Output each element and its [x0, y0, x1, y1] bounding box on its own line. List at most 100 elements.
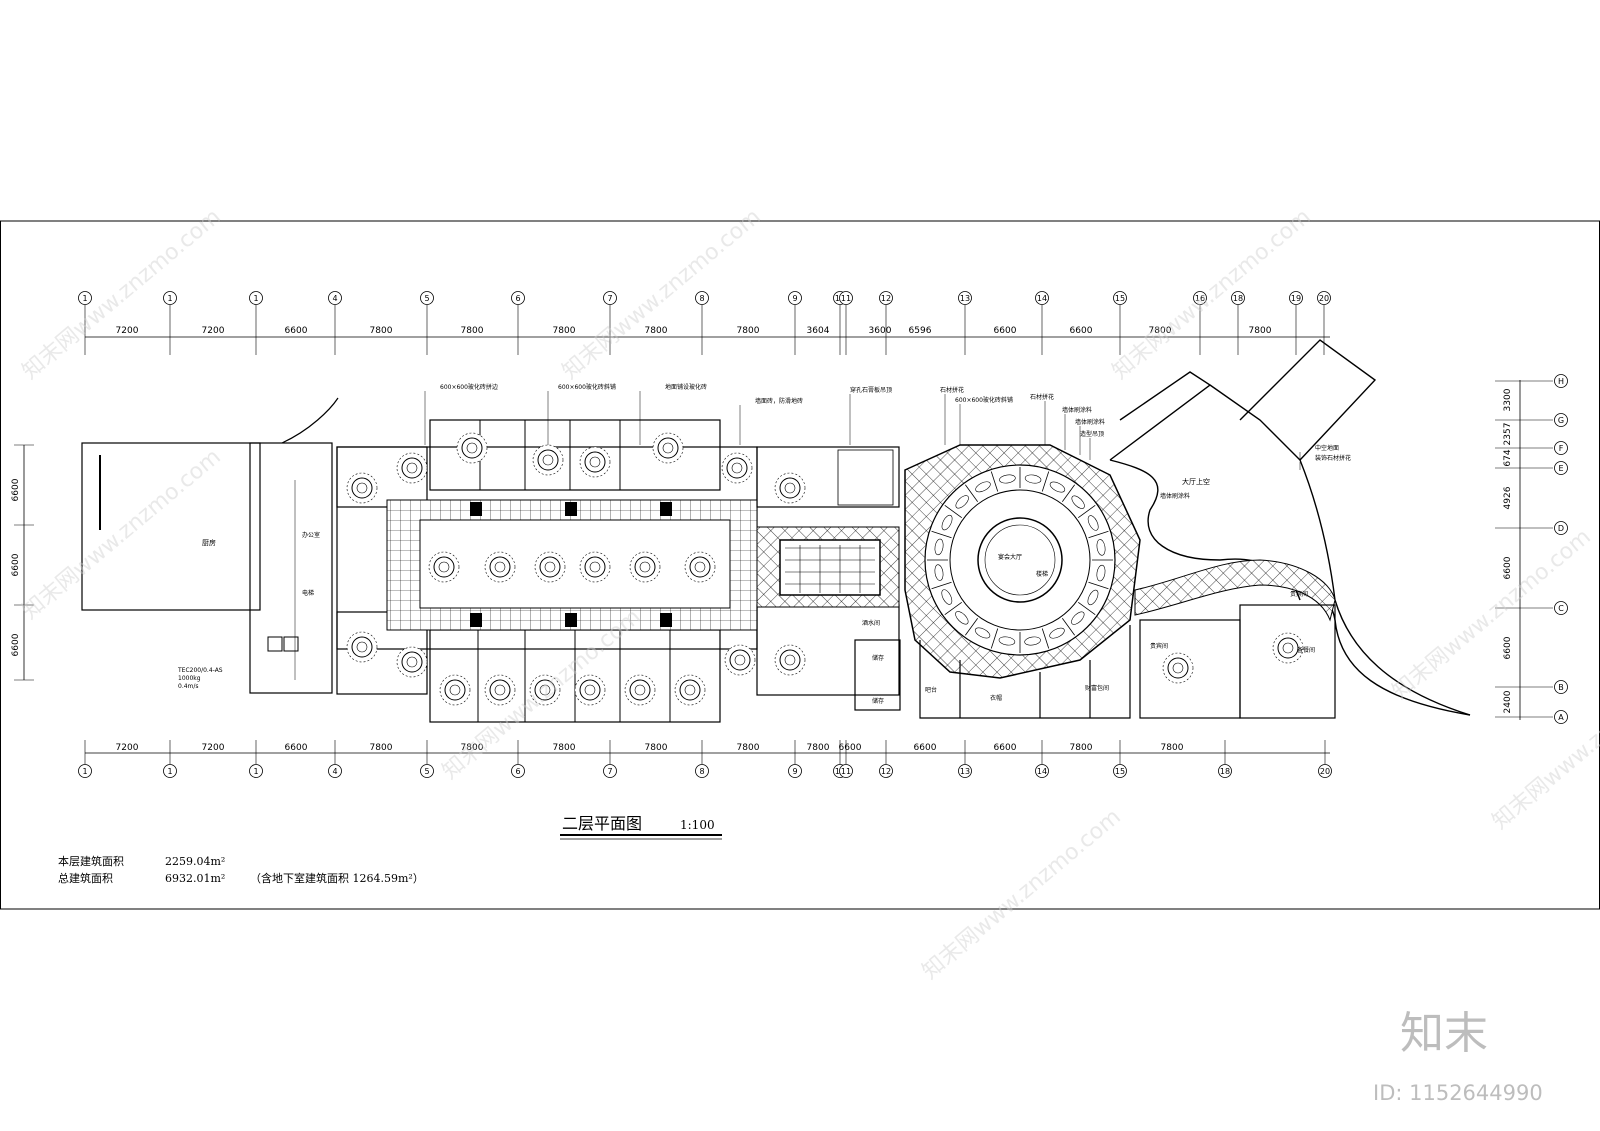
area-label-total: 总建筑面积 [58, 871, 113, 885]
axis-bubble [1554, 441, 1568, 455]
dimension-value: 6600 [994, 743, 1017, 753]
petal-shape [955, 611, 969, 625]
axis-bubble [1554, 374, 1568, 388]
table-center [406, 462, 418, 474]
axis-label: E [1558, 464, 1563, 473]
watermark-text: 知末网www.znzmo.com [18, 204, 226, 384]
table-center [784, 482, 796, 494]
room-label-storeroom-2: 储存 [872, 697, 884, 705]
table-top [537, 449, 559, 471]
room-label-office: 办公室 [302, 531, 320, 539]
material-note: 墙体刷涂料 [1160, 492, 1190, 500]
axis-label: 11 [841, 294, 851, 303]
table-top [401, 457, 423, 479]
petal-shape [1049, 627, 1065, 639]
dimension-value: 2400 [1503, 690, 1513, 713]
petal-rib [1088, 530, 1109, 539]
round-table [428, 551, 460, 583]
watermark-text: 知末网www.znzmo.com [558, 204, 766, 384]
axis-label: 14 [1037, 294, 1047, 303]
petal-rib [1078, 601, 1096, 615]
room-label-treasure: 财富包间 [1085, 684, 1109, 692]
axis-label: 1 [167, 767, 172, 776]
table-center [406, 656, 418, 668]
dimension-value: 7800 [1149, 326, 1172, 336]
table-top [657, 437, 679, 459]
petal-rib [990, 628, 999, 649]
round-table [346, 472, 378, 504]
round-table [484, 674, 516, 706]
petal-rib [1041, 471, 1050, 492]
axis-label: 14 [1037, 767, 1047, 776]
round-table [579, 551, 611, 583]
round-table [346, 631, 378, 663]
drawing-title: 二层平面图 [562, 814, 642, 833]
dimension-value: 7800 [461, 743, 484, 753]
petal-rib [990, 471, 999, 492]
axis-bubble [958, 764, 972, 778]
banquet-inner-room [419, 519, 731, 609]
vip-rooms-east [1139, 604, 1336, 719]
table-center [684, 684, 696, 696]
axis-label: A [1558, 713, 1564, 722]
skylight-pattern [785, 545, 875, 593]
table-center [544, 561, 556, 573]
dimension-value: 7800 [1249, 326, 1272, 336]
dimension-value: 6600 [11, 633, 21, 656]
table-center [1282, 642, 1294, 654]
axis-label: 6 [515, 767, 520, 776]
axis-bubble [788, 291, 802, 305]
axis-label: 20 [1320, 767, 1330, 776]
axis-label: G [1558, 416, 1564, 425]
axis-bubble [1554, 521, 1568, 535]
axis-bubble [695, 291, 709, 305]
axis-bubble [511, 291, 525, 305]
material-note: 石材拼花 [1030, 393, 1054, 401]
column-row-lower [470, 613, 672, 627]
axis-label: F [1559, 444, 1564, 453]
axis-bubble [1231, 291, 1245, 305]
elevator-spec-line: TEC200/0.4-AS [177, 667, 223, 674]
table-center [734, 654, 746, 666]
round-table [1272, 632, 1304, 664]
kitchen-block [81, 397, 339, 694]
material-note: 地面铺设玻化砖 [665, 383, 707, 391]
axis-label: 8 [699, 294, 704, 303]
axis-label: 1 [167, 294, 172, 303]
dimension-value: 674 [1503, 449, 1513, 466]
dimension-value: 6596 [909, 326, 932, 336]
axis-label: 18 [1233, 294, 1243, 303]
axis-bubble [603, 764, 617, 778]
axis-bubble [1035, 291, 1049, 305]
dimension-value: 7800 [461, 326, 484, 336]
axis-label: D [1558, 524, 1564, 533]
axis-label: 5 [424, 767, 429, 776]
petal-rib [1088, 581, 1109, 590]
round-dining-tables [346, 432, 1304, 706]
petal-shape [999, 474, 1016, 484]
material-note: 造型吊顶 [1080, 430, 1104, 438]
dimension-value: 7800 [370, 743, 393, 753]
axis-bubble [1317, 291, 1331, 305]
axis-bubble [163, 291, 177, 305]
petal-shape [941, 514, 953, 531]
dimension-value: 3600 [869, 326, 892, 336]
table-center [694, 561, 706, 573]
axis-label: 8 [699, 767, 704, 776]
petal-rib [965, 618, 979, 636]
petal-shape [1071, 611, 1085, 625]
room-label-hall-center: 宴会大厅 [998, 553, 1022, 561]
dimension-value: 6600 [1503, 556, 1513, 579]
table-top [679, 679, 701, 701]
axis-bubble [78, 764, 92, 778]
round-table [439, 674, 471, 706]
table-center [438, 561, 450, 573]
table-top [489, 556, 511, 578]
table-center [494, 684, 506, 696]
axis-bubble [839, 764, 853, 778]
axis-label: 1 [253, 294, 258, 303]
dimension-value: 7800 [1161, 743, 1184, 753]
dimension-value: 7800 [370, 326, 393, 336]
room-label-storeroom: 储存 [872, 654, 884, 662]
table-top [726, 457, 748, 479]
